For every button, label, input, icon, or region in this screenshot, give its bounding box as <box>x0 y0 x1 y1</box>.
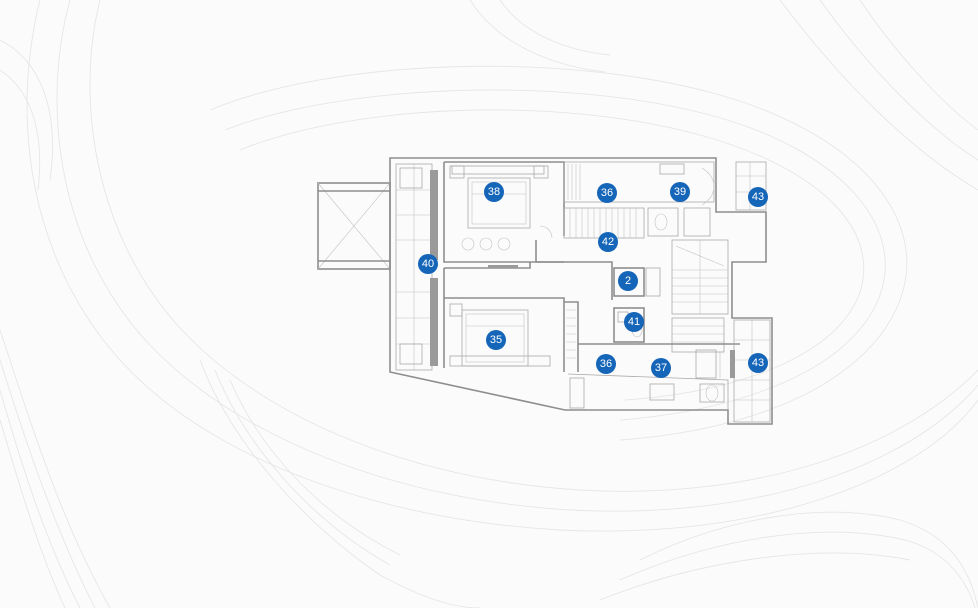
room-marker-label: 42 <box>602 236 614 248</box>
room-marker-label: 41 <box>628 316 640 328</box>
room-marker-35[interactable]: 35 <box>486 330 506 350</box>
room-marker-42[interactable]: 42 <box>598 232 618 252</box>
room-marker-label: 37 <box>655 362 667 374</box>
room-marker-38[interactable]: 38 <box>484 182 504 202</box>
room-marker-36-lower[interactable]: 36 <box>596 354 616 374</box>
room-marker-37[interactable]: 37 <box>651 358 671 378</box>
floor-plan-drawing <box>317 157 773 425</box>
room-marker-label: 43 <box>752 191 764 203</box>
room-marker-label: 35 <box>490 334 502 346</box>
room-marker-label: 38 <box>488 186 500 198</box>
room-marker-43-lower[interactable]: 43 <box>748 353 768 373</box>
room-marker-41[interactable]: 41 <box>624 312 644 332</box>
room-marker-2[interactable]: 2 <box>618 271 638 291</box>
room-marker-36-upper[interactable]: 36 <box>597 183 617 203</box>
room-marker-label: 36 <box>601 187 613 199</box>
room-marker-label: 39 <box>674 186 686 198</box>
room-marker-43-upper[interactable]: 43 <box>748 187 768 207</box>
room-marker-39[interactable]: 39 <box>670 182 690 202</box>
room-markers: 38 36 39 43 42 40 <box>418 182 768 378</box>
room-marker-label: 40 <box>422 258 434 270</box>
room-marker-label: 2 <box>625 275 631 287</box>
room-marker-label: 43 <box>752 357 764 369</box>
room-marker-label: 36 <box>600 358 612 370</box>
room-marker-40[interactable]: 40 <box>418 254 438 274</box>
